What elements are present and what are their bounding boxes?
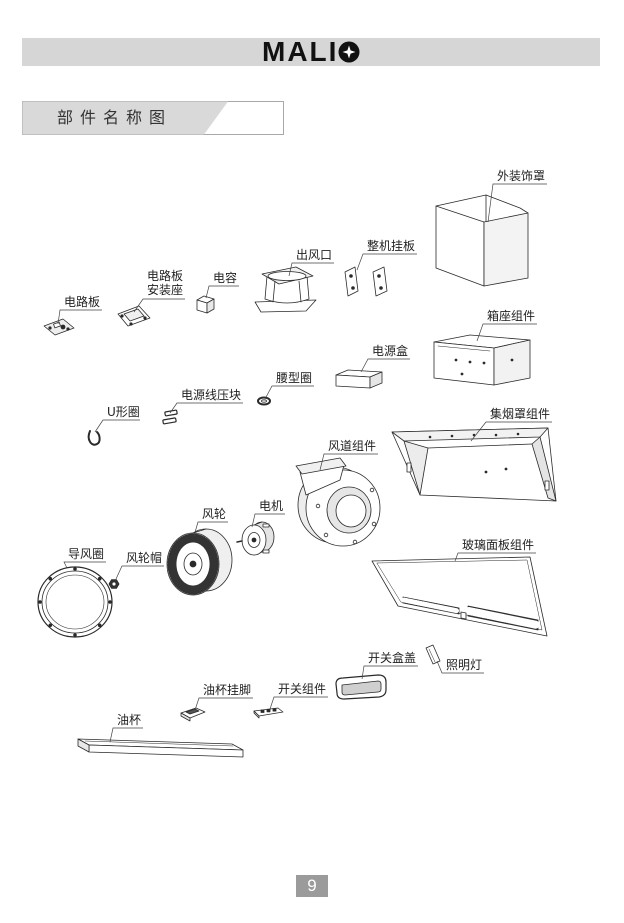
label-air-guide-ring: 导风圈 (68, 547, 105, 561)
label-light: 照明灯 (446, 658, 483, 672)
part-circuit-board-mount (117, 305, 151, 327)
label-switch-assembly: 开关组件 (278, 682, 327, 696)
label-oil-cup-bracket: 油杯挂脚 (203, 683, 252, 697)
label-smoke-collector-assembly: 集烟罩组件 (490, 407, 551, 421)
label-air-outlet: 出风口 (296, 248, 333, 262)
label-glass-panel-assembly: 玻璃面板组件 (462, 538, 535, 552)
label-capacitor: 电容 (213, 271, 238, 285)
logo-wordmark: MALI (262, 36, 339, 67)
leader-line (454, 552, 536, 562)
leader-line (94, 419, 140, 433)
label-line: 安装座 (147, 283, 184, 297)
label-oval-grommet: 腰型圈 (276, 371, 313, 385)
leader-line (476, 323, 537, 342)
part-air-outlet (254, 266, 317, 313)
label-power-box: 电源盒 (372, 344, 409, 358)
label-line: 电路板 (147, 269, 184, 283)
section-title: 部件名称图 (57, 108, 173, 127)
label-box-base-assembly: 箱座组件 (487, 309, 536, 323)
leader-line (319, 453, 378, 471)
leader-line (115, 565, 164, 580)
label-cable-clamp: 电源线压块 (181, 388, 242, 402)
part-capacitor (196, 295, 215, 314)
part-smoke-collector-assembly (391, 427, 557, 502)
leader-line (361, 665, 418, 680)
part-mounting-plates (344, 266, 388, 297)
leader-line (194, 697, 253, 711)
part-outer-cover (435, 194, 529, 287)
label-u-ring: U形圈 (107, 405, 140, 419)
leader-line (169, 402, 243, 414)
leader-line (436, 660, 484, 674)
part-power-box (335, 369, 383, 389)
logo-o-mark (338, 41, 360, 63)
label-air-duct-assembly: 风道组件 (328, 439, 377, 453)
leader-line (356, 253, 417, 271)
leader-line (470, 421, 552, 442)
label-outer-cover: 外装饰罩 (497, 169, 546, 183)
leader-line (109, 727, 143, 743)
label-circuit-board: 电路板 (64, 295, 101, 309)
part-switch-box-cover (335, 674, 387, 700)
header-bar (22, 38, 600, 66)
part-switch-assembly (253, 707, 284, 719)
leader-line (264, 385, 314, 400)
leader-line (193, 521, 228, 537)
part-impeller-cap (108, 579, 120, 589)
part-box-base-assembly (433, 334, 531, 386)
label-circuit-board-mount: 电路板 安装座 (147, 269, 183, 297)
label-motor: 电机 (259, 499, 284, 513)
part-motor (236, 521, 275, 556)
part-u-ring (87, 430, 101, 446)
section-title-box (22, 101, 284, 135)
leader-line (57, 309, 102, 325)
part-impeller (166, 528, 233, 596)
part-air-guide-ring (37, 566, 113, 638)
part-circuit-board (43, 318, 75, 336)
label-mounting-plates: 整机挂板 (367, 239, 416, 253)
leader-line (288, 262, 334, 277)
page-number: 9 (296, 875, 328, 897)
part-oval-grommet (257, 396, 271, 406)
label-impeller: 风轮 (202, 507, 227, 521)
leader-line (133, 298, 185, 313)
part-light (425, 644, 441, 665)
leader-line (63, 561, 106, 569)
part-glass-panel-assembly (371, 556, 548, 637)
part-oil-cup-bracket (180, 707, 206, 722)
brand-logo: MALI (262, 38, 360, 66)
label-impeller-cap: 风轮帽 (126, 551, 163, 565)
leader-line (487, 183, 547, 223)
leader-line (269, 696, 328, 710)
part-cable-clamp (162, 409, 178, 425)
part-air-duct-assembly (295, 457, 381, 547)
label-switch-box-cover: 开关盒盖 (368, 651, 417, 665)
label-oil-cup: 油杯 (117, 713, 142, 727)
leader-line (205, 285, 239, 299)
leader-line (251, 513, 285, 528)
part-oil-cup (77, 738, 244, 758)
leader-line (360, 358, 410, 373)
